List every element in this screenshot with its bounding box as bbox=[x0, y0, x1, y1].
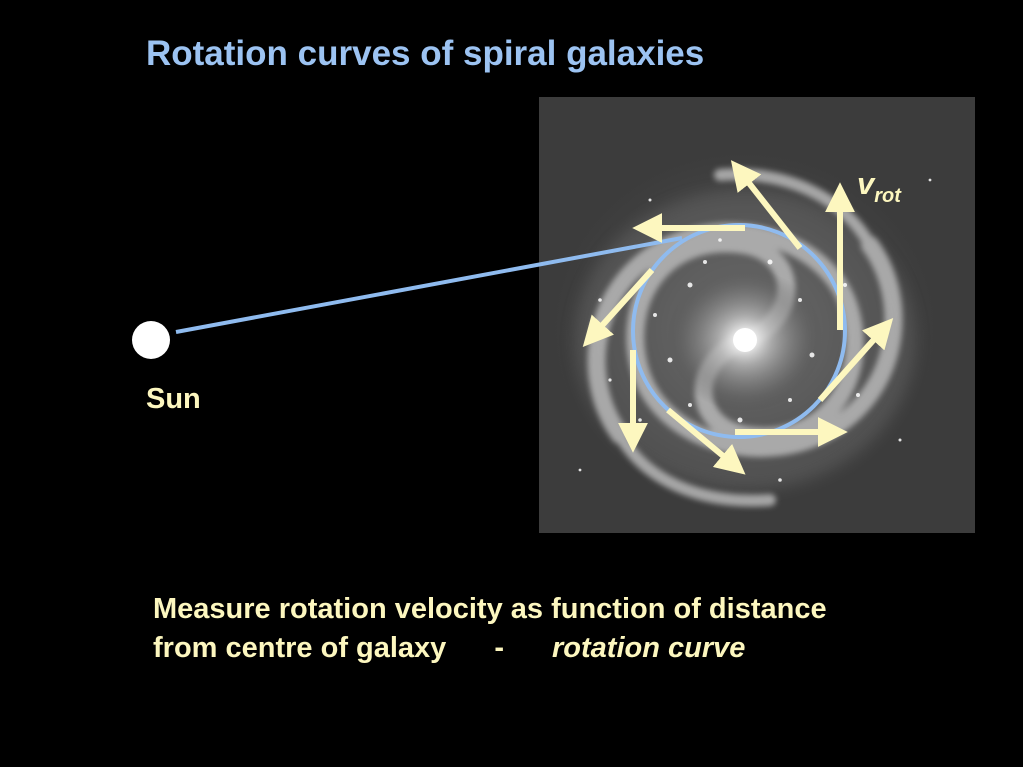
vrot-subscript: rot bbox=[874, 185, 901, 207]
sun-icon bbox=[132, 321, 170, 359]
vrot-label: vrot bbox=[857, 166, 901, 208]
velocity-arrow-icon bbox=[817, 317, 894, 402]
caption-dash: - bbox=[494, 632, 504, 664]
sun-label: Sun bbox=[146, 383, 201, 415]
velocity-arrow-icon bbox=[730, 160, 803, 250]
galaxy-image bbox=[539, 97, 975, 533]
slide-title: Rotation curves of spiral galaxies bbox=[146, 34, 705, 73]
caption: Measure rotation velocity as function of… bbox=[153, 590, 827, 668]
caption-line-2-text: from centre of galaxy bbox=[153, 632, 447, 664]
caption-line-2: from centre of galaxy - rotation curve bbox=[153, 629, 827, 668]
caption-line-1: Measure rotation velocity as function of… bbox=[153, 593, 827, 625]
line-of-sight bbox=[175, 236, 683, 334]
vrot-symbol: v bbox=[857, 166, 875, 201]
velocity-arrow-icon bbox=[666, 407, 746, 475]
velocity-arrow-icon bbox=[582, 267, 655, 347]
caption-term: rotation curve bbox=[552, 632, 746, 664]
